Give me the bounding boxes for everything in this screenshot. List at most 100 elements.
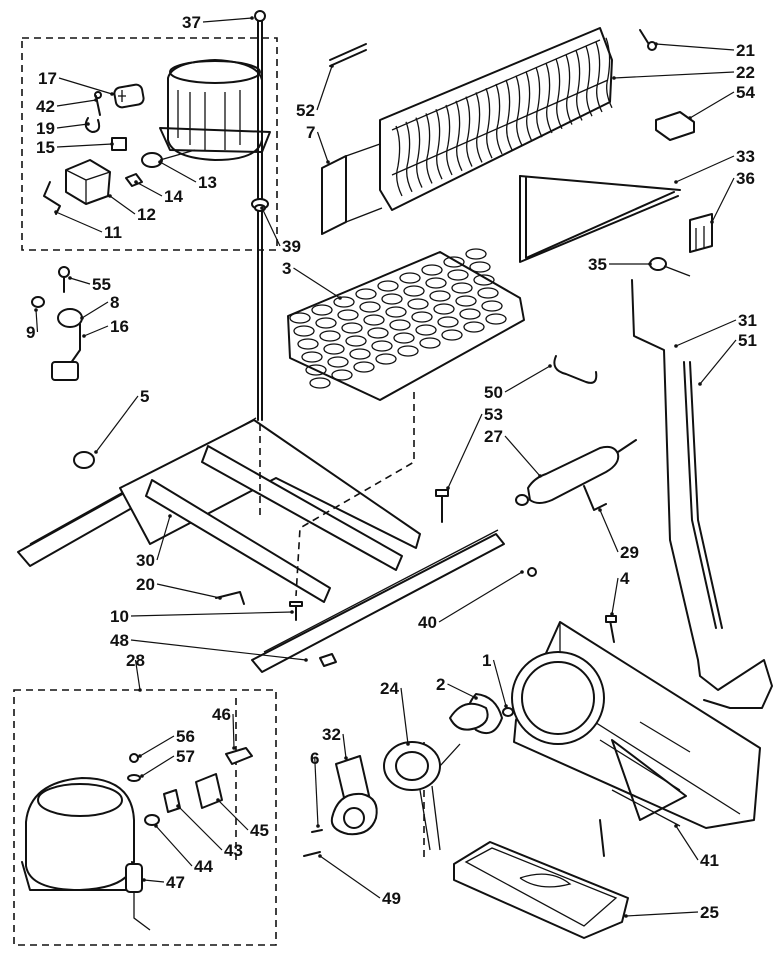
leader-tip-31: [674, 344, 678, 348]
condenser-loop: [293, 325, 315, 337]
fan-motor-24: [383, 741, 461, 851]
leader-tip-35: [648, 262, 652, 266]
leader-tip-7: [326, 160, 330, 164]
leader-54: [689, 91, 735, 119]
leader-21: [655, 43, 735, 51]
leader-tip-53: [446, 486, 450, 490]
bracket-11: [43, 181, 61, 215]
callout-43: 43: [224, 841, 243, 860]
part-15: [111, 137, 127, 151]
leader-19: [56, 123, 89, 129]
leader-25: [625, 911, 699, 917]
leader-52: [316, 65, 333, 111]
callout-19: 19: [36, 119, 55, 138]
clip-40: [319, 567, 537, 667]
leader-tip-57: [140, 774, 144, 778]
condenser-loop: [393, 332, 415, 344]
leader-4: [611, 577, 619, 615]
leader-tip-32: [344, 756, 348, 760]
leader-tip-56: [138, 754, 142, 758]
leader-16: [83, 325, 109, 337]
evaporator-fin: [515, 75, 523, 146]
condenser-loop: [429, 290, 451, 302]
evaporator-fin: [415, 117, 423, 188]
screw-53: [435, 489, 449, 523]
callout-48: 48: [110, 631, 129, 650]
leader-56: [139, 735, 175, 757]
rail-48: [251, 529, 505, 673]
leader-31: [675, 319, 737, 347]
grommet-39: [251, 198, 269, 212]
leader-51: [699, 339, 737, 385]
leader-tip-43: [176, 804, 180, 808]
part-46: [225, 747, 253, 765]
leader-tip-13: [158, 160, 162, 164]
callout-32: 32: [322, 725, 341, 744]
callout-21: 21: [736, 41, 755, 60]
condenser-loop: [455, 295, 477, 307]
part-8: [57, 308, 83, 328]
evaporator-fin: [495, 83, 503, 155]
leader-13: [159, 161, 197, 183]
condenser-loop: [289, 312, 311, 324]
leader-27: [504, 435, 541, 477]
condenser-loop: [367, 327, 389, 339]
leader-tip-44: [154, 824, 158, 828]
leader-28: [134, 659, 141, 691]
leader-tip-37: [250, 16, 254, 20]
evaporator-fin: [575, 50, 583, 121]
leader-3: [293, 267, 341, 299]
condenser-3: [287, 248, 525, 401]
callout-37: 37: [182, 13, 201, 32]
evaporator-fin: [535, 66, 543, 138]
evaporator-fin: [475, 92, 483, 163]
leader-48: [130, 639, 307, 661]
condenser-loop: [441, 329, 463, 341]
evaporator-fin: [435, 108, 443, 180]
leader-tip-41: [674, 824, 678, 828]
condenser-loop: [305, 364, 327, 376]
leader-tip-19: [86, 122, 90, 126]
callout-22: 22: [736, 63, 755, 82]
condenser-loop: [341, 322, 363, 334]
leader-tip-8: [80, 316, 84, 320]
condenser-loop: [375, 353, 397, 365]
condenser-loop: [443, 256, 465, 268]
condenser-loop: [311, 304, 333, 316]
condenser-loop: [377, 280, 399, 292]
leader-5: [95, 395, 139, 453]
part-57: [127, 774, 141, 782]
condenser-loop: [309, 377, 331, 389]
leader-tip-20: [218, 596, 222, 600]
condenser-loop: [389, 319, 411, 331]
callout-3: 3: [282, 259, 291, 278]
condenser-loop: [419, 337, 441, 349]
callout-11: 11: [104, 223, 122, 242]
condenser-loop: [323, 343, 345, 355]
leader-9: [35, 309, 39, 333]
callout-17: 17: [38, 69, 57, 88]
evaporator-fin: [605, 37, 613, 109]
leader-53: [447, 413, 483, 489]
callout-4: 4: [620, 569, 630, 588]
leader-tip-52: [330, 64, 334, 68]
terminal-42: [94, 91, 102, 116]
callout-46: 46: [212, 705, 231, 724]
part-44: [144, 814, 160, 826]
callout-52: 52: [296, 101, 315, 120]
callout-36: 36: [736, 169, 755, 188]
evaporator-fin: [455, 100, 463, 172]
callout-41: 41: [700, 851, 719, 870]
hook-50: [553, 355, 598, 384]
leader-tip-33: [674, 180, 678, 184]
condenser-loop: [481, 300, 503, 312]
condenser-loop: [477, 287, 499, 299]
part-13: [141, 149, 196, 168]
leader-tip-12: [108, 194, 112, 198]
evaporator-fin: [525, 71, 533, 142]
condenser-loop: [451, 282, 473, 294]
condenser-loop: [301, 351, 323, 363]
condenser-loop: [473, 274, 495, 286]
leader-tip-54: [688, 116, 692, 120]
